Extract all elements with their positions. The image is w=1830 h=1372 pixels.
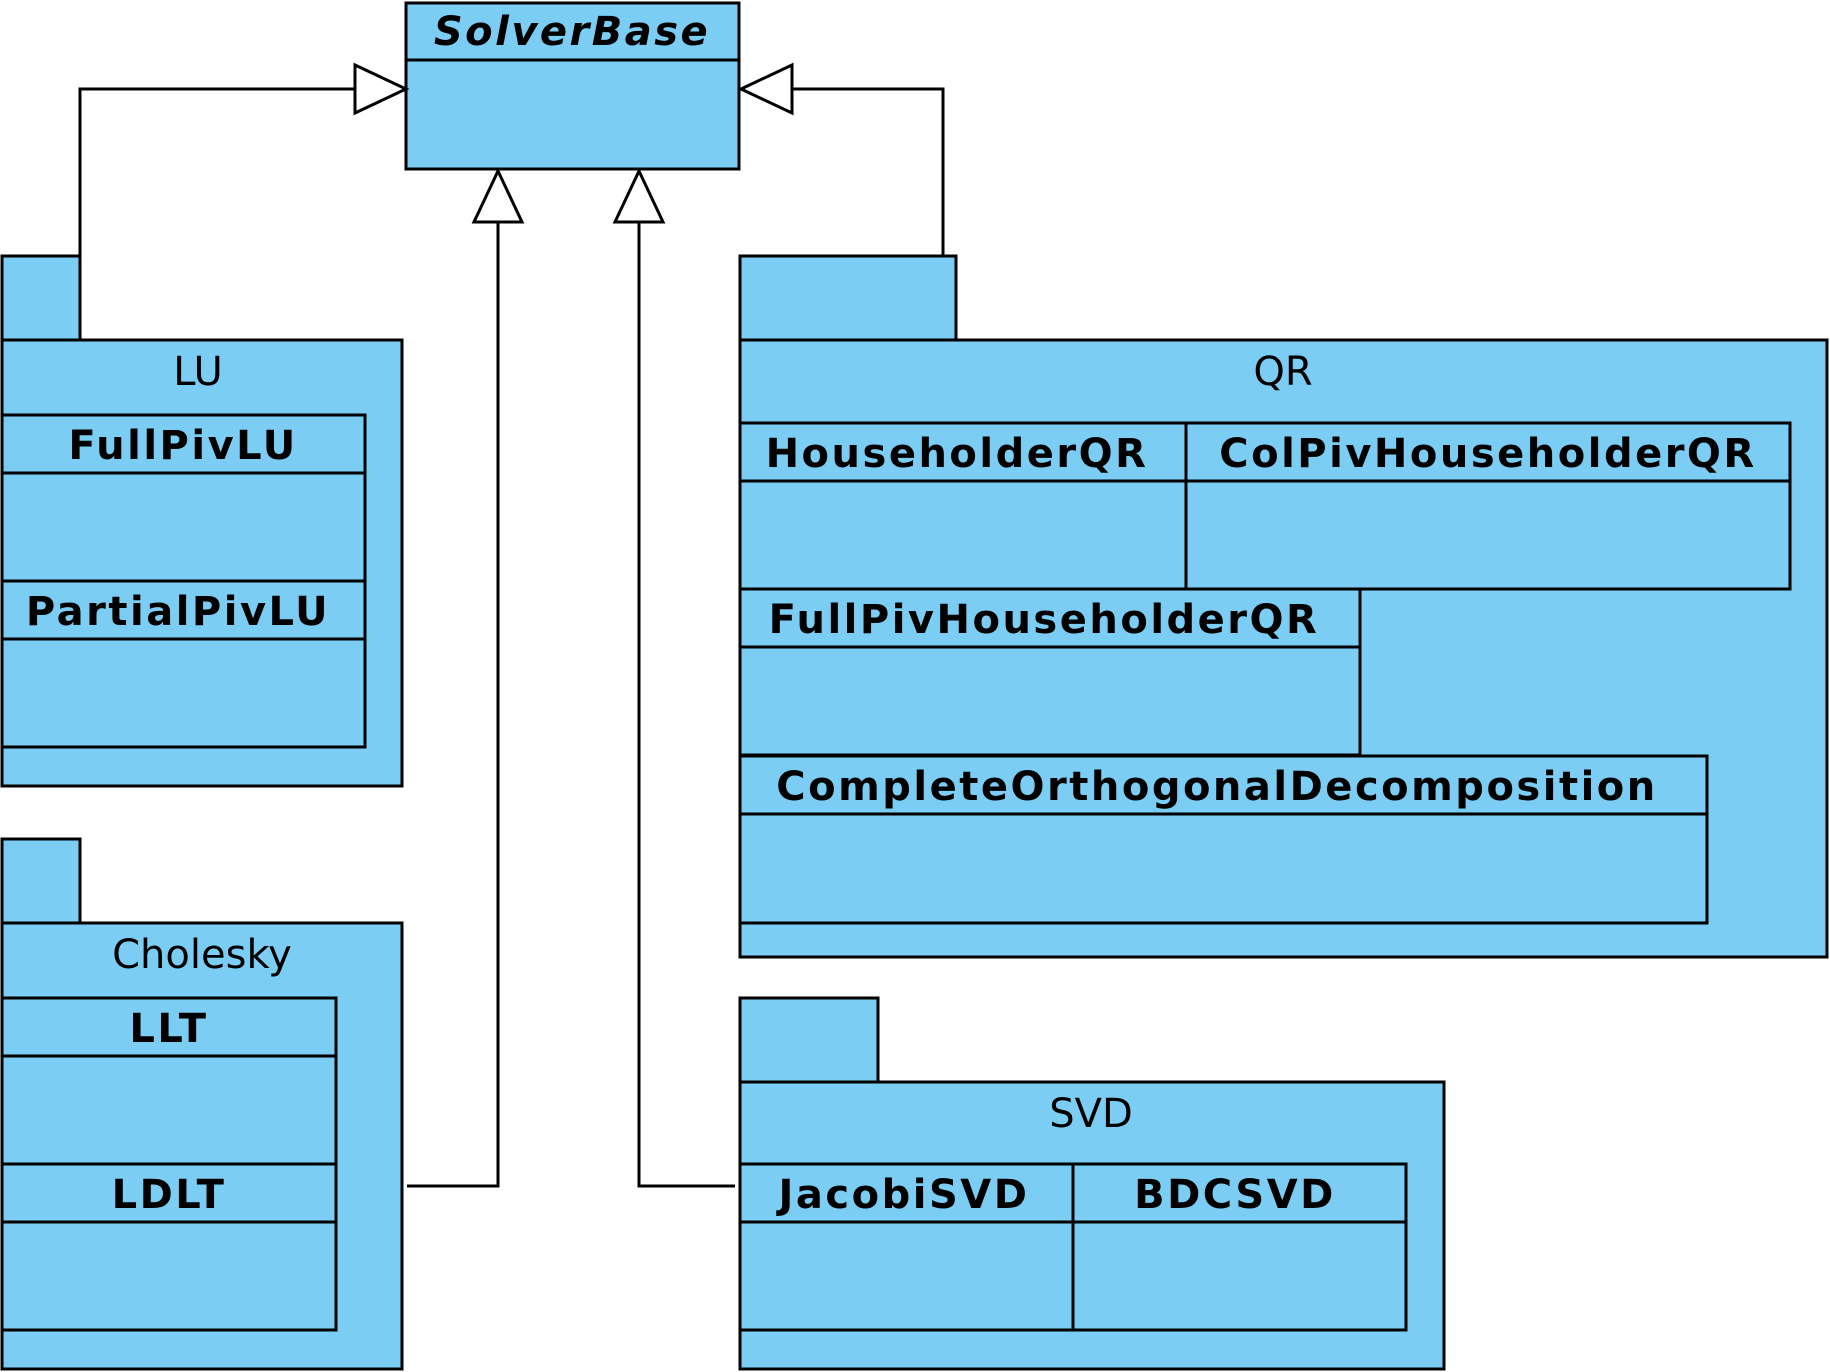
generalization-svd-to-solverbase [612,167,735,1188]
class-bdcsvd-body-compartment [1071,1220,1408,1332]
class-llt-name-compartment [0,996,338,1058]
class-completeorthogonaldecomposition[interactable]: CompleteOrthogonalDecomposition [738,754,1709,925]
inheritance-arrowhead [471,167,525,224]
class-solverbase-name-compartment [404,1,741,62]
class-householderqr[interactable]: HouseholderQR [738,421,1188,591]
class-partialpivlu-name: PartialPivLU [26,589,330,635]
connector-line [637,222,735,1188]
class-llt[interactable]: LLT [0,996,338,1166]
inheritance-arrowhead [612,167,666,224]
package-svd-tab [738,996,880,1084]
connector-line [407,222,500,1188]
class-completeorthogonaldecomposition-name-compartment [738,754,1709,816]
class-ldlt[interactable]: LDLT [0,1162,338,1332]
generalization-lu-to-solverbase [78,62,410,340]
class-jacobisvd-name-compartment [738,1162,1075,1224]
class-colpivhouseholderqr-name-compartment [1184,421,1792,483]
class-jacobisvd-body-compartment [738,1220,1075,1332]
package-qr[interactable]: QR HouseholderQR ColPivHouseholderQR Ful… [738,254,1829,959]
class-solverbase[interactable]: SolverBase [404,1,741,171]
class-fullpivlu-name: FullPivLU [68,423,297,469]
generalization-cholesky-to-solverbase [407,167,525,1188]
class-ldlt-name: LDLT [112,1172,227,1218]
inheritance-arrowhead [737,62,794,116]
class-partialpivlu[interactable]: PartialPivLU [0,579,367,749]
class-colpivhouseholderqr-body-compartment [1184,479,1792,591]
class-bdcsvd-name: BDCSVD [1134,1172,1336,1218]
class-completeorthogonaldecomposition-body-compartment [738,812,1709,925]
class-llt-name: LLT [129,1006,208,1052]
class-ldlt-body-compartment [0,1220,338,1332]
package-lu-tab [0,254,82,342]
class-householderqr-name: HouseholderQR [766,431,1149,477]
package-svd[interactable]: SVD JacobiSVD BDCSVD [738,996,1446,1371]
inheritance-arrowhead [353,62,410,116]
class-jacobisvd-name: JacobiSVD [776,1172,1030,1218]
package-svd-name: SVD [1049,1091,1133,1137]
class-partialpivlu-body-compartment [0,637,367,749]
package-cholesky-name: Cholesky [112,932,292,978]
class-fullpivhouseholderqr-name-compartment [738,587,1362,649]
class-fullpivhouseholderqr-body-compartment [738,645,1362,757]
class-householderqr-body-compartment [738,479,1188,591]
class-jacobisvd[interactable]: JacobiSVD [738,1162,1075,1332]
class-colpivhouseholderqr[interactable]: ColPivHouseholderQR [1184,421,1792,591]
class-completeorthogonaldecomposition-name: CompleteOrthogonalDecomposition [776,764,1657,810]
class-fullpivlu[interactable]: FullPivLU [0,413,367,583]
connector-line [78,87,355,340]
class-solverbase-name: SolverBase [434,9,710,55]
generalization-qr-to-solverbase [737,62,945,256]
class-partialpivlu-name-compartment [0,579,367,641]
package-lu-name: LU [173,349,223,395]
class-fullpivhouseholderqr-name: FullPivHouseholderQR [769,597,1320,643]
package-cholesky-tab [0,837,82,925]
connector-line [792,87,945,256]
class-bdcsvd[interactable]: BDCSVD [1071,1162,1408,1332]
class-fullpivlu-body-compartment [0,471,367,583]
package-cholesky[interactable]: Cholesky LLT LDLT [0,837,404,1371]
class-llt-body-compartment [0,1054,338,1166]
class-colpivhouseholderqr-name: ColPivHouseholderQR [1219,431,1756,477]
class-fullpivhouseholderqr[interactable]: FullPivHouseholderQR [738,587,1362,757]
package-lu[interactable]: LU FullPivLU PartialPivLU [0,254,404,788]
package-qr-tab [738,254,958,342]
package-qr-name: QR [1253,349,1312,395]
class-solverbase-body-compartment [404,58,741,171]
